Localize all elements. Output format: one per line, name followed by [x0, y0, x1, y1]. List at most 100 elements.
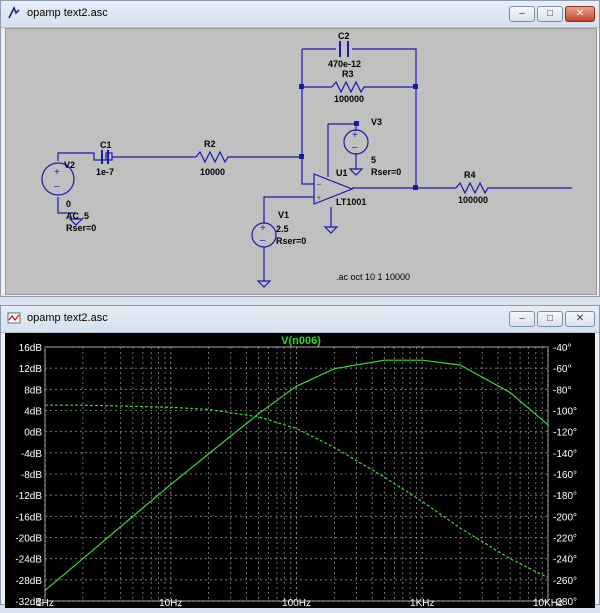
waveform-plot-area[interactable]: V(n006) 16dB 12dB 8dB 4dB 0dB -4dB -8dB -12dB -1… — [5, 333, 595, 609]
y-left-tick-label: -24dB — [15, 555, 42, 566]
v1-label: V1 — [278, 210, 289, 220]
close-button[interactable]: ✕ — [565, 311, 595, 327]
y-axis-left-ticks: 16dB 12dB 8dB 4dB 0dB -4dB -8dB -12dB -16dB -20dB… — [15, 343, 42, 608]
svg-text:–: – — [54, 181, 60, 192]
ground-icon — [256, 280, 272, 288]
x-tick-label: 100Hz — [282, 598, 311, 608]
svg-text:–: – — [317, 181, 321, 188]
u1-label: U1 — [336, 168, 348, 178]
ground-symbols — [68, 168, 364, 288]
v1-rser: Rser=0 — [276, 236, 306, 246]
junctions — [299, 84, 418, 190]
y-axis-right-ticks: -40° -60° -80° -100° -120° -140° -160° -180° -20… — [553, 343, 577, 608]
maximize-button[interactable]: □ — [537, 6, 563, 22]
v2-rser: Rser=0 — [66, 223, 96, 233]
plot-traces — [44, 359, 549, 591]
v3-source-symbol — [343, 129, 369, 155]
phase-trace — [45, 404, 549, 579]
maximize-button[interactable]: □ — [537, 311, 563, 327]
voltage-sources — [41, 129, 369, 248]
y-left-tick-label: -28dB — [15, 576, 42, 587]
ac-directive[interactable]: .ac oct 10 1 10000 — [336, 272, 410, 282]
y-right-tick-label: -280° — [553, 597, 577, 608]
svg-text:–: – — [260, 235, 266, 246]
y-right-tick-label: -160° — [553, 470, 577, 481]
v3-value: 5 — [371, 155, 376, 165]
y-right-tick-label: -140° — [553, 449, 577, 460]
y-right-tick-label: -120° — [553, 428, 577, 439]
c2-value: 470e-12 — [328, 59, 361, 69]
r4-value: 100000 — [458, 195, 488, 205]
y-left-tick-label: 0dB — [24, 428, 42, 439]
x-axis-ticks: 1Hz 10Hz 100Hz 1KHz 10KHz — [36, 598, 563, 609]
v2-value: 0 — [66, 199, 71, 209]
svg-text:+: + — [317, 195, 321, 202]
waveform-titlebar[interactable]: opamp text2.asc – □ ✕ — [1, 306, 599, 333]
waveform-window-title: opamp text2.asc — [27, 312, 108, 324]
y-right-tick-label: -80° — [553, 385, 571, 396]
schematic-drawing: +– +– +– – + — [41, 31, 572, 288]
c1-symbol — [101, 150, 109, 164]
minimize-button[interactable]: – — [509, 6, 535, 22]
y-left-tick-label: 4dB — [24, 407, 42, 418]
r4-label: R4 — [464, 170, 476, 180]
waveform-app-icon — [7, 312, 21, 324]
y-right-tick-label: -100° — [553, 407, 577, 418]
schematic-window: opamp text2.asc – □ ✕ — [0, 0, 600, 297]
c2-symbol — [339, 41, 349, 57]
magnitude-trace — [44, 359, 549, 591]
y-right-tick-label: -60° — [553, 364, 571, 375]
y-right-tick-label: -40° — [553, 343, 571, 354]
y-left-tick-label: -12dB — [15, 491, 42, 502]
opamp-pins: – + — [317, 181, 321, 202]
source-polarity: +– +– +– — [54, 130, 358, 246]
c2-label: C2 — [338, 31, 350, 41]
waveform-window: opamp text2.asc – □ ✕ V(n006) 16dB 12dB 8d… — [0, 305, 600, 609]
wires — [57, 48, 572, 281]
c1-label: C1 — [100, 140, 112, 150]
opamp-symbol — [313, 173, 354, 205]
x-tick-label: 1Hz — [36, 598, 54, 608]
svg-text:+: + — [352, 130, 358, 141]
y-right-tick-label: -200° — [553, 512, 577, 523]
y-left-tick-label: 16dB — [19, 343, 43, 354]
v2-ac: AC .5 — [66, 211, 89, 221]
y-left-tick-label: -16dB — [15, 512, 42, 523]
r3-label: R3 — [342, 69, 354, 79]
r2-label: R2 — [204, 139, 216, 149]
v2-label: V2 — [64, 160, 75, 170]
ground-icon — [323, 226, 339, 234]
v2-source-symbol — [41, 162, 75, 196]
schematic-titlebar[interactable]: opamp text2.asc – □ ✕ — [1, 1, 599, 28]
ltspice-app-icon — [8, 6, 20, 19]
x-tick-label: 10KHz — [533, 598, 563, 608]
svg-text:+: + — [260, 223, 266, 234]
schematic-canvas[interactable]: +– +– +– – + — [5, 28, 597, 295]
plot-grid — [44, 346, 549, 602]
schematic-window-title: opamp text2.asc — [27, 7, 108, 19]
v3-rser: Rser=0 — [371, 167, 401, 177]
v1-source-symbol — [251, 222, 277, 248]
y-left-tick-label: -4dB — [21, 449, 42, 460]
x-tick-label: 10Hz — [159, 598, 182, 608]
minimize-button[interactable]: – — [509, 311, 535, 327]
y-left-tick-label: -8dB — [21, 470, 42, 481]
y-left-tick-label: -32dB — [15, 597, 42, 608]
y-left-tick-label: 8dB — [24, 385, 42, 396]
x-tick-label: 1KHz — [410, 598, 434, 608]
y-right-tick-label: -220° — [553, 534, 577, 545]
v3-label: V3 — [371, 117, 382, 127]
svg-text:+: + — [54, 167, 60, 178]
u1-value: LT1001 — [336, 197, 366, 207]
close-button[interactable]: ✕ — [565, 6, 595, 22]
y-right-tick-label: -180° — [553, 491, 577, 502]
ground-icon — [68, 218, 84, 226]
y-left-tick-label: 12dB — [19, 364, 43, 375]
y-right-tick-label: -240° — [553, 555, 577, 566]
trace-title[interactable]: V(n006) — [281, 335, 321, 347]
bode-plot: V(n006) 16dB 12dB 8dB 4dB 0dB -4dB -8dB -12dB -1… — [15, 335, 577, 609]
ground-icon — [348, 168, 364, 176]
c1-value: 1e-7 — [96, 167, 114, 177]
v1-value: 2.5 — [276, 224, 289, 234]
y-left-tick-label: -20dB — [15, 534, 42, 545]
